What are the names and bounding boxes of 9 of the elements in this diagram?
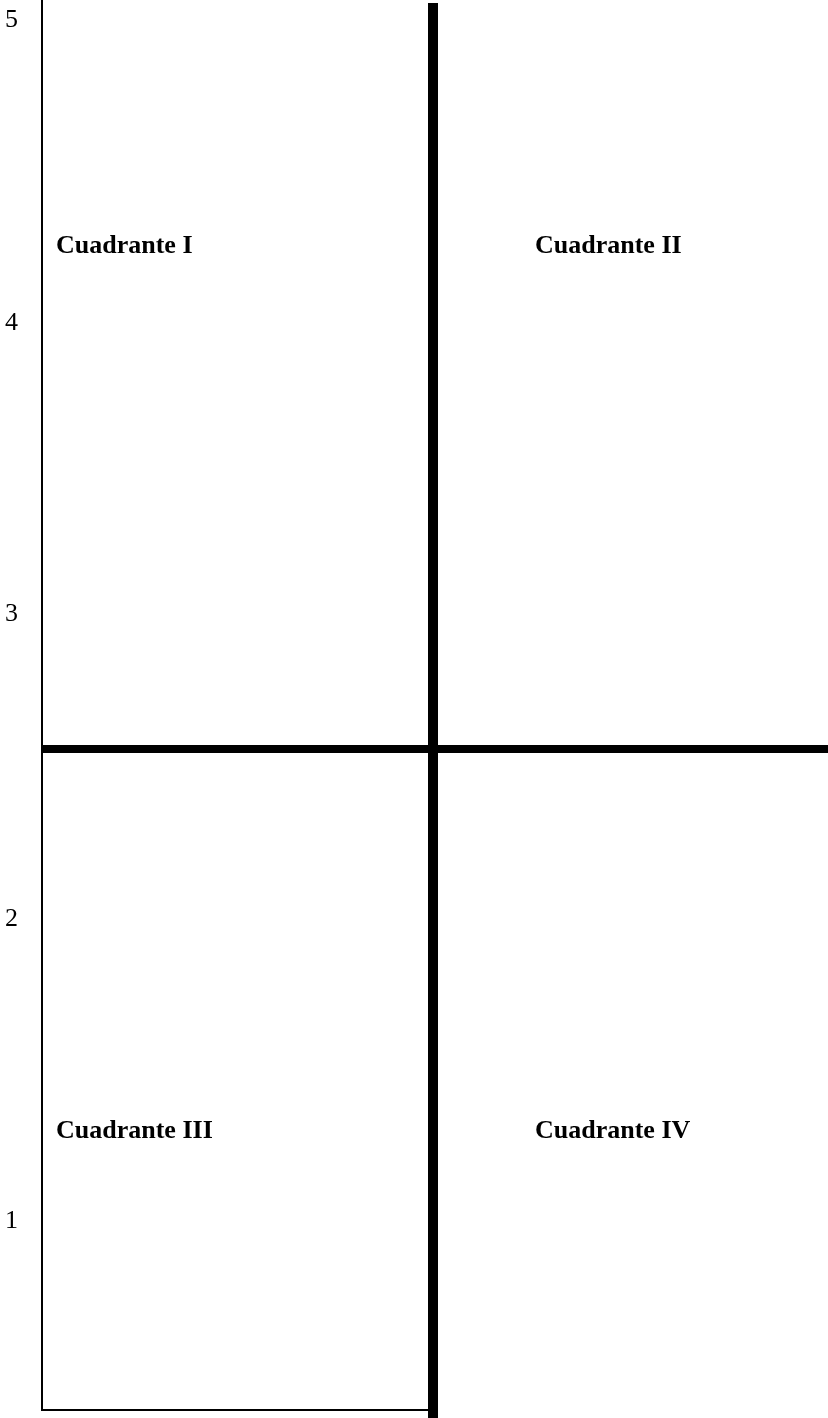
quadrant-label: Cuadrante III bbox=[56, 1115, 213, 1145]
quadrant-label: Cuadrante I bbox=[56, 230, 193, 260]
axis-tick-label: 2 bbox=[5, 903, 18, 933]
axis-tick-label: 1 bbox=[5, 1205, 18, 1235]
quadrant-label: Cuadrante IV bbox=[535, 1115, 691, 1145]
quadrant-label: Cuadrante II bbox=[535, 230, 682, 260]
axis-tick-label: 4 bbox=[5, 307, 18, 337]
axis-tick-label: 5 bbox=[5, 4, 18, 34]
axis-tick-label: 3 bbox=[5, 598, 18, 628]
